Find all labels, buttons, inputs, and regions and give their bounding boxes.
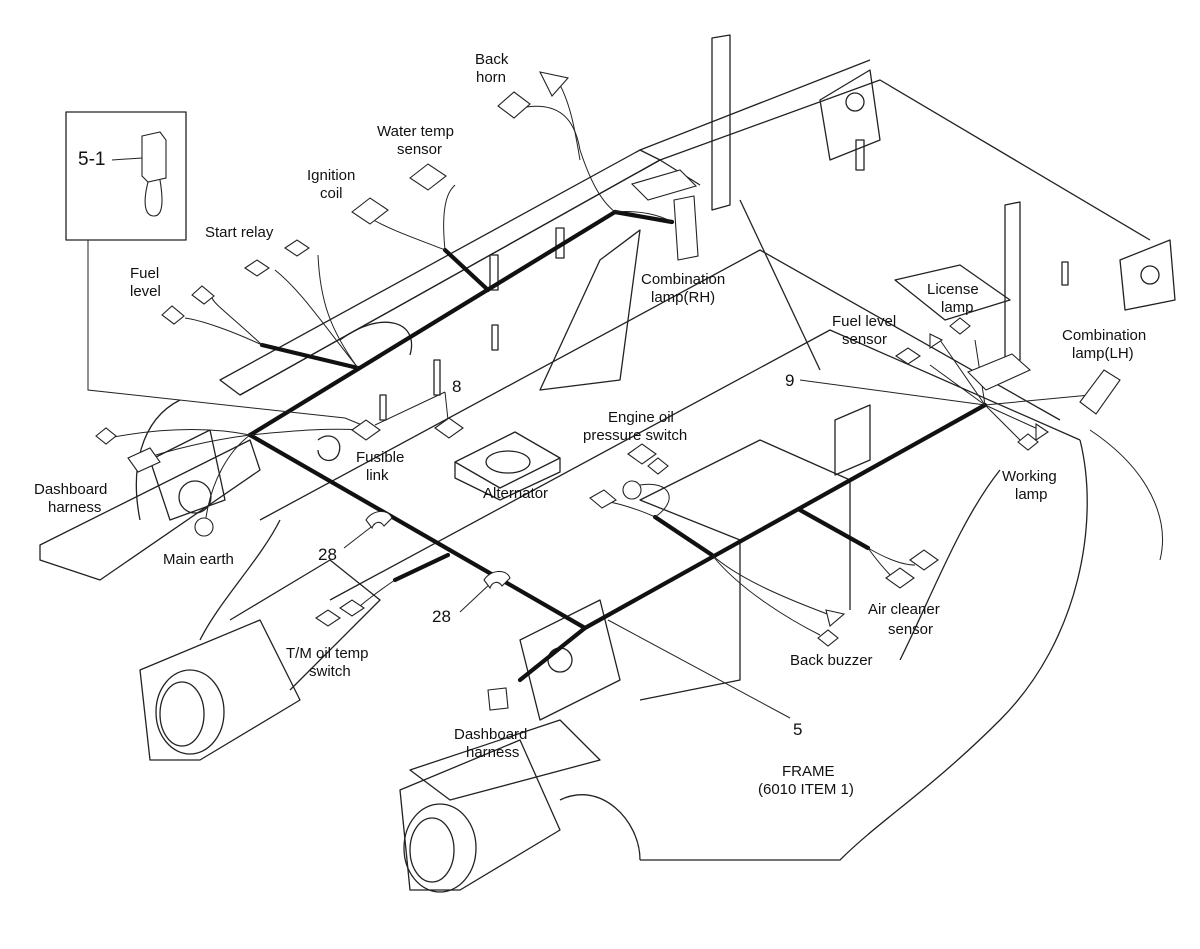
- back-horn-terminal: [538, 71, 570, 97]
- working-lamp-terminal: [1035, 422, 1049, 442]
- label-working-lamp-2: lamp: [1015, 486, 1048, 503]
- label-dashboard-left-1: Dashboard: [34, 481, 107, 498]
- label-air-cleaner-2: sensor: [888, 621, 933, 638]
- label-water-temp-2: sensor: [397, 141, 442, 158]
- dashboard-connector-left: [127, 447, 161, 473]
- callout-8: 8: [452, 377, 461, 396]
- back-buzzer-terminal: [825, 609, 846, 627]
- label-engine-oil-1: Engine oil: [608, 409, 674, 426]
- tm-oil-temp-connector-a: [315, 609, 341, 627]
- callout-28-upper: 28: [318, 545, 337, 564]
- air-cleaner-connector-b: [885, 567, 915, 589]
- label-license-lamp-1: License: [927, 281, 979, 298]
- engine-oil-switch-ring: [622, 480, 642, 500]
- branch-wires: [87, 77, 1163, 719]
- dashboard-terminal-left: [95, 427, 117, 445]
- label-combination-rh-1: Combination: [641, 271, 725, 288]
- label-combination-rh-2: lamp(RH): [651, 289, 715, 306]
- label-dashboard-left-2: harness: [48, 499, 101, 516]
- label-ignition-coil-1: Ignition: [307, 167, 355, 184]
- label-start-relay: Start relay: [205, 224, 274, 241]
- junction-block-lh: [967, 353, 1031, 391]
- frame-structure: [39, 34, 1176, 893]
- tm-oil-temp-connector-b: [339, 599, 365, 617]
- label-fusible-link-2: link: [366, 467, 389, 484]
- detail-inset: 5-1: [65, 111, 187, 241]
- start-relay-connector-a: [284, 239, 310, 257]
- engine-oil-connector-2: [647, 457, 669, 475]
- connectors: [95, 71, 1121, 711]
- license-lamp-connector: [949, 317, 971, 335]
- fuel-level-sensor-terminal: [929, 333, 944, 350]
- combination-lamp-lh-connector: [1079, 369, 1121, 415]
- clip-lower: [483, 570, 511, 590]
- start-relay-connector-b: [244, 259, 270, 277]
- label-combination-lh-1: Combination: [1062, 327, 1146, 344]
- label-combination-lh-2: lamp(LH): [1072, 345, 1134, 362]
- back-horn-connector: [497, 91, 531, 119]
- label-ignition-coil-2: coil: [320, 185, 343, 202]
- main-earth-terminal: [194, 517, 214, 537]
- combination-lamp-rh-connector: [673, 195, 699, 261]
- air-cleaner-connector-a: [909, 549, 939, 571]
- clip-upper: [365, 510, 393, 530]
- label-license-lamp-2: lamp: [941, 299, 974, 316]
- label-dashboard-right-2: harness: [466, 744, 519, 761]
- fusible-link-connector-a: [351, 419, 381, 441]
- alternator-connector: [589, 489, 617, 509]
- callout-5: 5: [793, 720, 802, 739]
- fusible-link-connector-b: [434, 417, 464, 439]
- label-frame-2: (6010 ITEM 1): [758, 781, 854, 798]
- fuel-level-sensor-connector: [895, 347, 921, 365]
- back-buzzer-connector: [817, 629, 839, 647]
- label-working-lamp-1: Working: [1002, 468, 1057, 485]
- label-fuel-level-1: Fuel: [130, 265, 159, 282]
- water-temp-connector: [409, 163, 447, 191]
- engine-oil-connector: [627, 443, 657, 465]
- detail-callout: 5-1: [78, 149, 105, 170]
- label-tm-oil-temp-1: T/M oil temp: [286, 645, 369, 662]
- label-air-cleaner-1: Air cleaner: [868, 601, 940, 618]
- labels: Back horn Water temp sensor Ignition coi…: [34, 51, 1146, 798]
- fuel-level-connector-b: [161, 305, 185, 325]
- label-alternator: Alternator: [483, 485, 548, 502]
- label-back-horn-1: Back: [475, 51, 509, 68]
- main-harness: [247, 209, 988, 683]
- label-back-horn-2: horn: [476, 69, 506, 86]
- label-fuel-level-2: level: [130, 283, 161, 300]
- label-frame-1: FRAME: [782, 763, 835, 780]
- working-lamp-connector: [1017, 433, 1039, 451]
- callout-28-lower: 28: [432, 607, 451, 626]
- detail-box: [65, 111, 187, 241]
- detail-connector-loop: [144, 179, 163, 217]
- detail-connector-body: [141, 131, 167, 183]
- ignition-coil-connector: [351, 197, 389, 225]
- label-tm-oil-temp-2: switch: [309, 663, 351, 680]
- label-fuel-level-sensor-2: sensor: [842, 331, 887, 348]
- callout-9: 9: [785, 371, 794, 390]
- label-fuel-level-sensor-1: Fuel level: [832, 313, 896, 330]
- fuel-level-connector-a: [191, 285, 215, 305]
- label-back-buzzer: Back buzzer: [790, 652, 873, 669]
- dashboard-connector-right: [487, 687, 509, 711]
- label-engine-oil-2: pressure switch: [583, 427, 687, 444]
- label-main-earth: Main earth: [163, 551, 234, 568]
- label-fusible-link-1: Fusible: [356, 449, 404, 466]
- label-dashboard-right-1: Dashboard: [454, 726, 527, 743]
- label-water-temp-1: Water temp: [377, 123, 454, 140]
- combination-lamp-rh-housing: [630, 169, 698, 201]
